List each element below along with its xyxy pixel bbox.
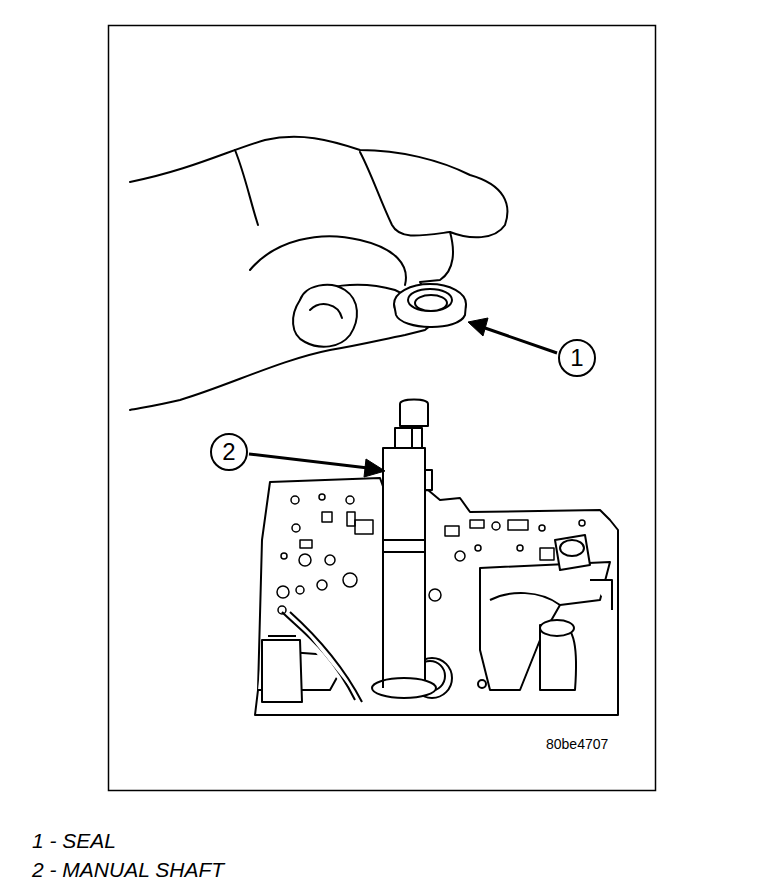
leader-arrows: [249, 318, 557, 477]
callout-number: 1: [570, 346, 583, 370]
callout-number: 2: [222, 440, 235, 464]
seal: [394, 284, 466, 327]
figure-code: 80be4707: [546, 736, 608, 752]
legend-line: 1 - SEAL: [32, 829, 116, 853]
hand: [130, 137, 507, 410]
callout-circle: 2: [210, 433, 248, 471]
legend-line: 2 - MANUAL SHAFT: [32, 858, 224, 882]
valve-body: [255, 478, 618, 715]
callout-circle: 1: [558, 339, 596, 377]
frame: [109, 26, 656, 791]
manual-shaft: [372, 400, 436, 699]
